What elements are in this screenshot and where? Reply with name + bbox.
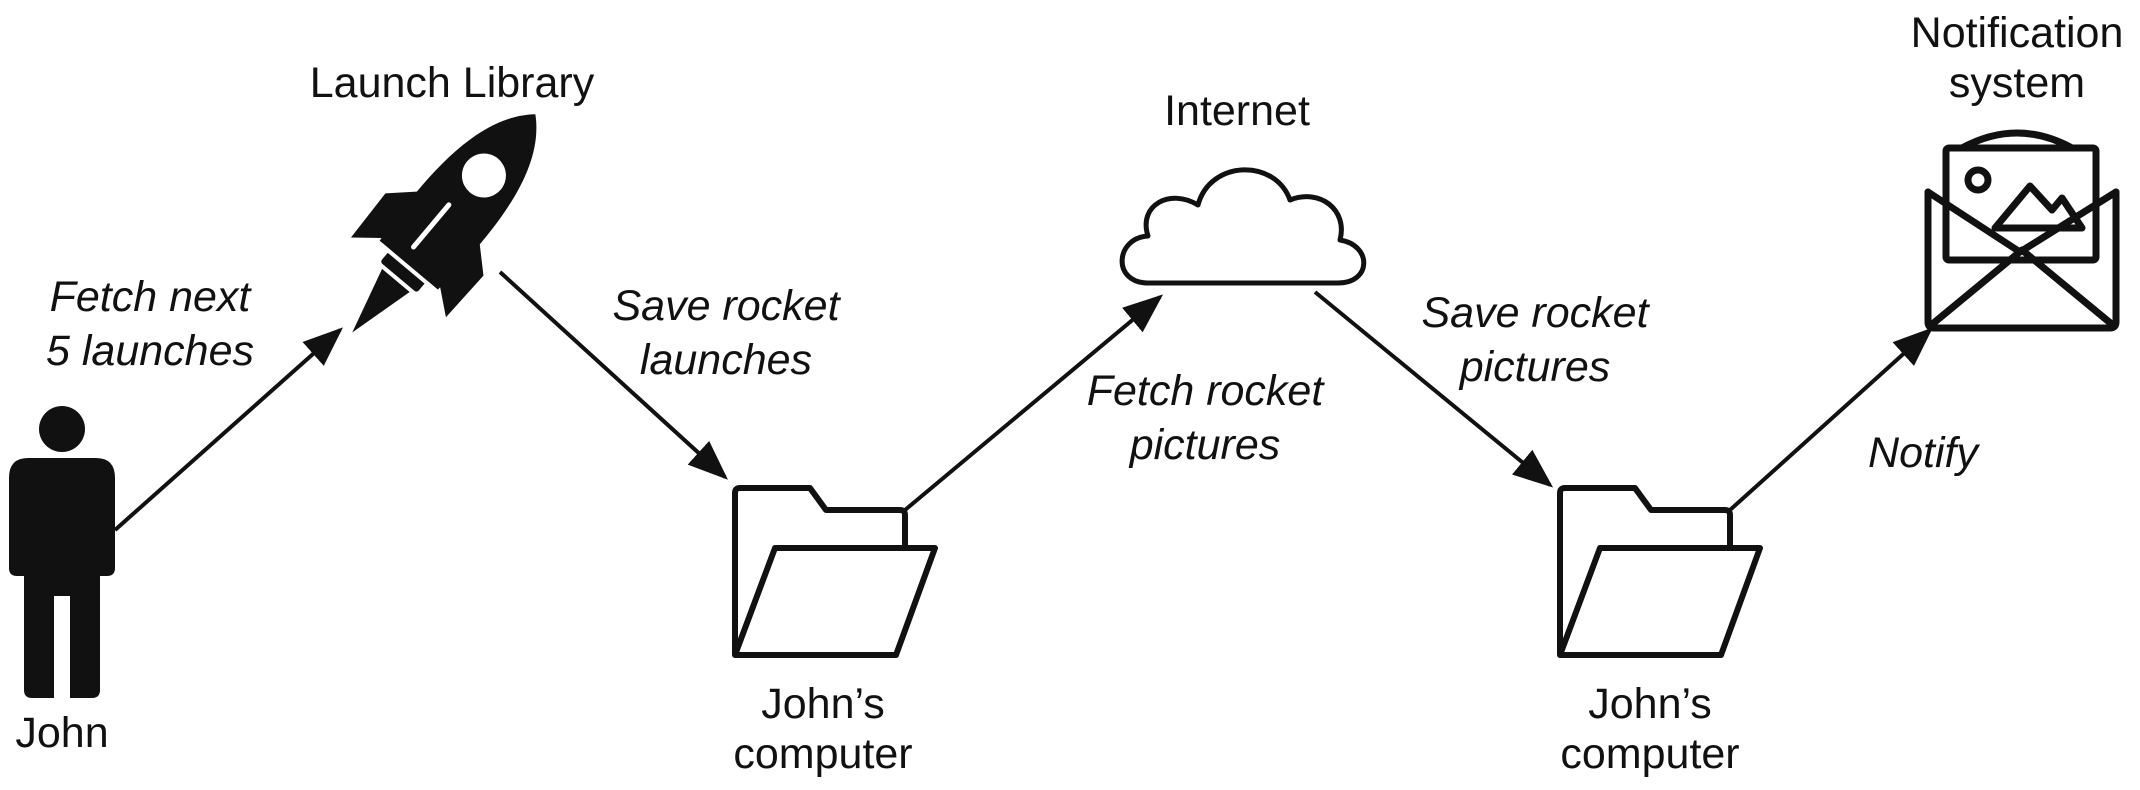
edge-label-save-pictures-line1: Save rocket — [1421, 289, 1650, 337]
mail-icon — [1924, 129, 2120, 332]
edge-notify — [1728, 327, 1933, 512]
node-internet: Internet — [1119, 87, 1367, 286]
edge-fetch-pictures — [903, 294, 1164, 512]
edge-label-fetch-launches-line2: 5 launches — [46, 327, 254, 375]
edge-label-fetch-launches-line1: Fetch next — [50, 273, 253, 321]
edge-fetch-launches — [113, 327, 343, 532]
node-label-johns-computer-2-line2: computer — [1560, 730, 1739, 778]
node-label-johns-computer-1-line2: computer — [733, 730, 912, 778]
edge-label-fetch-pictures-line2: pictures — [1128, 421, 1281, 469]
node-johns-computer-1: John’s computer — [732, 485, 938, 778]
node-label-johns-computer-1-line1: John’s — [761, 680, 885, 728]
edge-save-pictures — [1313, 290, 1554, 488]
edge-save-launches — [498, 270, 728, 480]
edge-label-save-launches-line1: Save rocket — [612, 282, 841, 330]
edge-label-fetch-pictures-line1: Fetch rocket — [1087, 367, 1326, 415]
folder-icon — [1557, 485, 1763, 658]
node-johns-computer-2: John’s computer — [1557, 485, 1763, 778]
edge-label-fetch-launches: Fetch next 5 launches — [46, 273, 254, 375]
node-label-launch-library: Launch Library — [310, 59, 595, 107]
edge-label-notify-group: Notify — [1868, 429, 1980, 477]
node-label-notification-line2: system — [1949, 59, 2085, 107]
edge-label-notify: Notify — [1868, 429, 1980, 477]
cloud-icon — [1119, 167, 1367, 286]
edge-label-save-launches: Save rocket launches — [612, 282, 841, 384]
edge-label-save-pictures-line2: pictures — [1458, 343, 1611, 391]
person-icon — [9, 406, 115, 698]
edge-label-fetch-pictures: Fetch rocket pictures — [1087, 367, 1326, 469]
node-label-notification-line1: Notification — [1911, 9, 2124, 57]
node-notification-system: Notification system — [1911, 9, 2124, 332]
node-label-internet: Internet — [1164, 87, 1310, 135]
node-john: John — [9, 406, 115, 757]
node-launch-library: Launch Library — [310, 59, 595, 333]
folder-icon — [732, 485, 938, 658]
edge-label-save-pictures: Save rocket pictures — [1421, 289, 1650, 391]
edge-label-save-launches-line2: launches — [640, 336, 812, 384]
rocket-icon — [350, 114, 537, 333]
node-label-john: John — [15, 709, 108, 757]
node-label-johns-computer-2-line1: John’s — [1588, 680, 1712, 728]
